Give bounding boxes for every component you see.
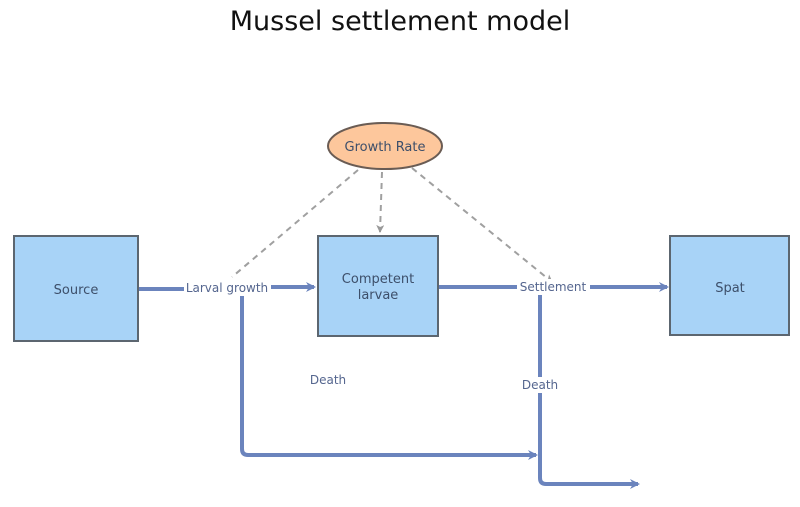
stock-spat-label: Spat [715,281,745,296]
flow-label-larval-growth[interactable]: Larval growth [186,281,268,295]
stock-source-label: Source [54,283,99,298]
stock-spat[interactable]: Spat [669,235,790,336]
link-growthrate-to-settlement[interactable] [411,167,553,283]
stock-competent-larvae[interactable]: Competent larvae [317,235,439,337]
flow-label-death2[interactable]: Death [522,378,558,392]
link-growthrate-to-competent[interactable] [376,171,385,233]
stock-competent-label-line1: Competent [342,272,414,287]
flow-competent-to-settlement[interactable] [438,285,542,377]
settlement-label-bg [517,279,590,295]
flow-death1[interactable] [240,296,538,460]
variable-growth-rate[interactable]: Growth Rate [327,122,443,170]
stock-source[interactable]: Source [13,235,139,342]
flow-label-death1[interactable]: Death [310,373,346,387]
flow-death2[interactable] [538,393,640,489]
diagram-title: Mussel settlement model [229,6,571,37]
flow-label-settlement[interactable]: Settlement [520,280,587,294]
stock-competent-label-line2: larvae [358,288,399,303]
variable-growth-rate-label: Growth Rate [345,140,426,155]
larval-growth-label-bg [184,279,271,295]
death2-label-bg [520,378,560,392]
link-growthrate-to-larval-growth[interactable] [231,169,359,278]
